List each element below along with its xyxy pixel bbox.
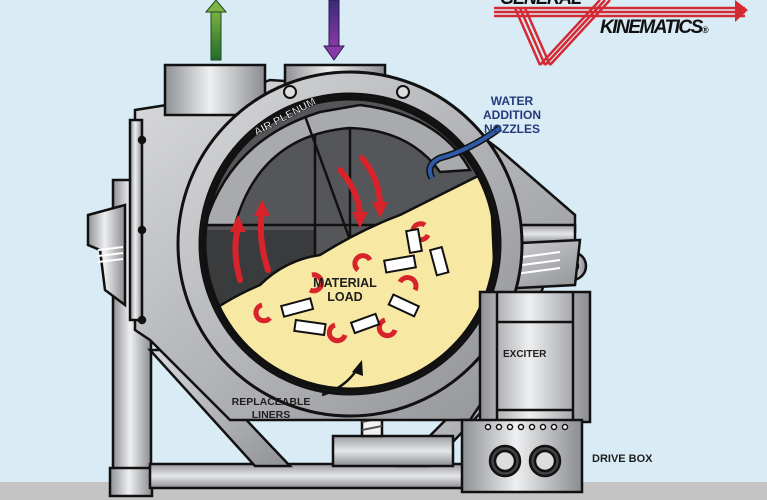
airflow-arrowheads	[230, 200, 388, 232]
registered-mark: ®	[701, 25, 709, 35]
replaceable-liners-line2: LINERS	[251, 409, 291, 421]
water-nozzles-label: WATER ADDITION NOZZLES	[462, 94, 562, 136]
water-pipe	[427, 126, 502, 179]
inlet-arrow	[323, 0, 345, 61]
replaceable-liners-line1: REPLACEABLE	[231, 396, 311, 408]
replaceable-liners-label: REPLACEABLE LINERS	[226, 396, 316, 422]
feed-chute	[86, 203, 127, 308]
logo-text-line2: KINEMATICS®	[600, 17, 709, 39]
logo-wordmark: KINEMATICS	[600, 17, 703, 38]
company-logo	[494, 0, 748, 66]
exciter-label: EXCITER	[503, 349, 547, 360]
water-nozzles-line1: WATER ADDITION	[483, 94, 541, 122]
logo-arrow-icon	[735, 0, 748, 22]
material-load-label: MATERIAL LOAD	[310, 276, 380, 304]
exhaust-arrow	[204, 0, 228, 61]
material-chunks	[279, 227, 450, 337]
drive-box-label: DRIVE BOX	[592, 453, 653, 465]
material-load-line1: MATERIAL	[313, 276, 377, 290]
drive-box	[460, 418, 584, 494]
water-nozzles-line2: NOZZLES	[484, 122, 540, 136]
rotary-drum	[176, 70, 524, 418]
logo-text-line1: GENERAL	[500, 0, 582, 9]
material-load-line2: LOAD	[327, 290, 363, 304]
